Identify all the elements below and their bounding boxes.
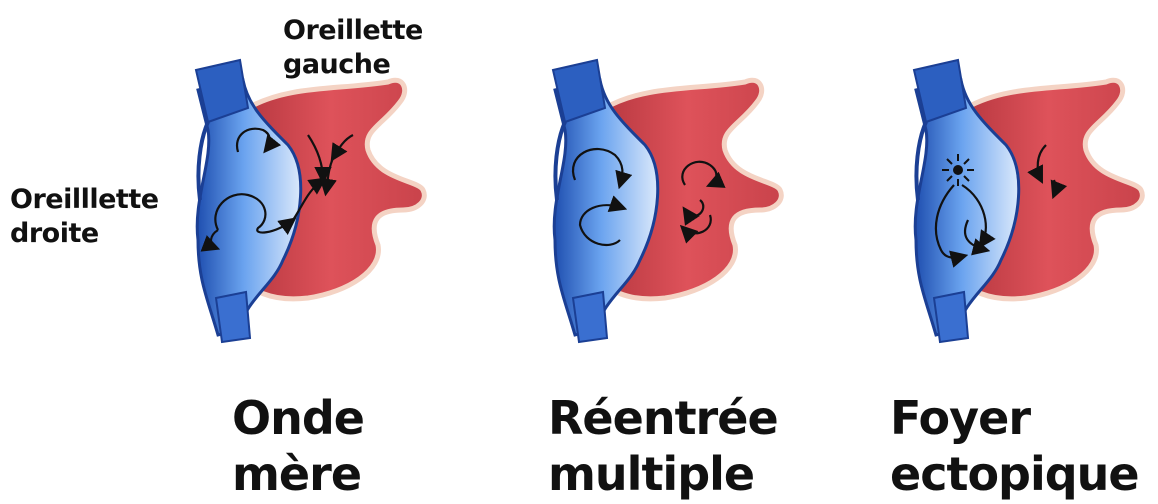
caption-multiple-reentry: Réentrée multiple xyxy=(548,390,778,502)
caption-line1: Réentrée xyxy=(548,390,778,446)
caption-line1: Onde xyxy=(232,390,364,446)
caption-line2: mère xyxy=(232,446,364,502)
panel-ectopic-focus xyxy=(914,60,1142,342)
caption-line2: multiple xyxy=(548,446,778,502)
caption-line1: Foyer xyxy=(890,390,1139,446)
caption-mother-wave: Onde mère xyxy=(232,390,364,502)
panel-multiple-reentry xyxy=(553,60,781,342)
caption-ectopic-focus: Foyer ectopique xyxy=(890,390,1139,502)
panel-mother-wave xyxy=(196,60,424,342)
caption-line2: ectopique xyxy=(890,446,1139,502)
